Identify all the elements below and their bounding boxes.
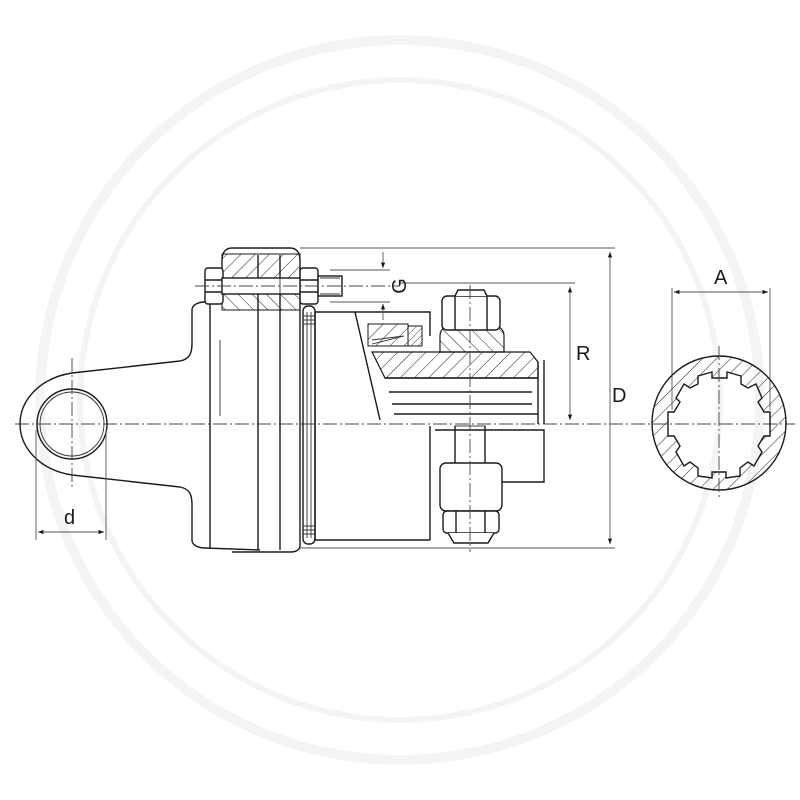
clutch-housing (314, 311, 545, 541)
yoke (19, 301, 261, 551)
dimension-label-D: D (612, 385, 626, 407)
dimension-label-G: G (389, 278, 411, 294)
dimension-label-d: d (64, 507, 75, 529)
flange-plates (221, 247, 316, 553)
dimension-label-R: R (576, 343, 590, 365)
shear-bolt (439, 285, 503, 552)
dimension-label-A: A (714, 267, 728, 289)
clamp-bolt (195, 267, 400, 305)
watermark (35, 35, 765, 765)
